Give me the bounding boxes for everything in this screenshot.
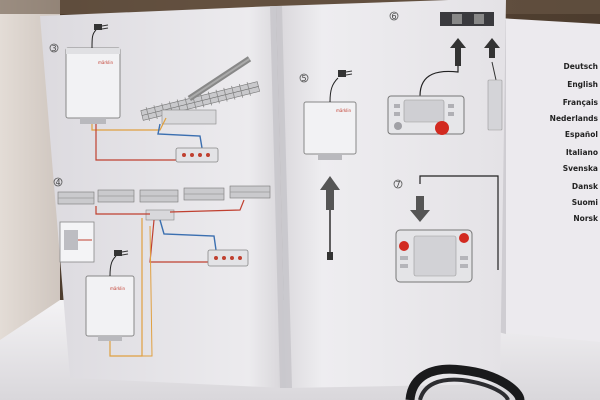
transformer-box-2 <box>85 275 135 337</box>
step-3-number: 3 <box>52 44 57 53</box>
wire-orange <box>91 117 167 131</box>
arrow-up-icon <box>484 38 500 58</box>
power-plug-icon <box>94 24 109 30</box>
language-item: Deutsch <box>563 62 599 71</box>
language-item: Svenska <box>562 164 598 173</box>
distribution-strip <box>175 147 219 163</box>
language-item: Italiano <box>565 148 598 157</box>
svg-text:märklin: märklin <box>336 108 352 113</box>
language-item: English <box>567 80 598 89</box>
transformer-box <box>65 47 121 119</box>
language-item: Nederlands <box>549 114 598 123</box>
step-4-diagram: 4 märklin <box>53 177 271 357</box>
step-5-diagram: 5 märklin <box>299 70 357 260</box>
language-item: Dansk <box>571 182 598 191</box>
language-item: Norsk <box>573 214 598 223</box>
step-6-number: 6 <box>392 12 397 21</box>
brand-logo: märklin <box>98 60 114 65</box>
wire-blue <box>157 123 203 149</box>
language-item: Suomi <box>571 198 598 207</box>
step-6-diagram: 6 <box>387 11 503 135</box>
step-5-number: 5 <box>302 74 307 83</box>
arrow-down-icon <box>410 196 430 222</box>
power-plug-icon <box>114 250 129 256</box>
wire-red <box>95 124 178 161</box>
foreground-cable <box>405 364 525 400</box>
stop-button <box>435 121 449 135</box>
manual-right-page <box>276 0 506 388</box>
step-3-diagram: 3 märklin <box>49 24 261 163</box>
svg-text:märklin: märklin <box>110 286 126 291</box>
arrow-up-icon <box>320 176 340 210</box>
language-item: Français <box>562 98 598 107</box>
arrow-up-icon <box>450 38 466 58</box>
back-booklet <box>498 18 600 342</box>
step-7-number: 7 <box>396 180 401 189</box>
language-item: Español <box>564 130 598 139</box>
power-plug-icon <box>338 70 353 77</box>
step-4-number: 4 <box>56 178 61 187</box>
step-7-diagram: 7 <box>393 175 499 283</box>
